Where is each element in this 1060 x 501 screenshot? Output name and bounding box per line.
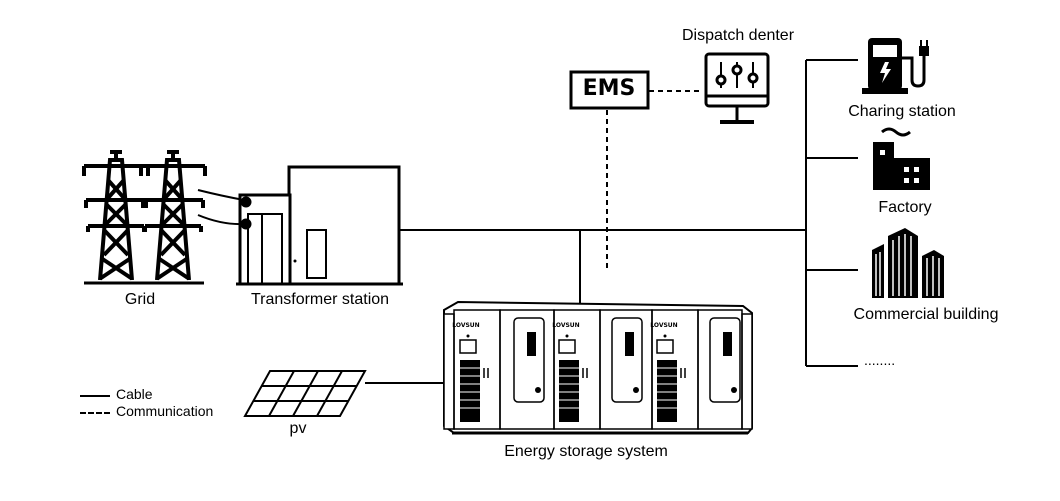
grid-label: Grid [124,291,156,308]
pcs-cabinet [513,317,741,403]
factory-label: Factory [878,199,932,216]
legend-communication-swatch [80,412,110,414]
storage-label: Energy storage system [504,443,668,460]
grid-tower-icon [82,150,207,285]
ems-box [569,70,650,110]
transformer-station-icon [236,165,403,286]
pv-panel-icon [243,370,367,417]
storage-brand-3: LOVSUN [650,322,677,329]
pv-label: pv [289,420,307,437]
charging-station-icon [862,38,929,94]
energy-storage-icon: LOVSUN LOVSUN LOVSUN [443,300,753,435]
cable-lines [197,59,858,384]
communication-lines [606,90,700,272]
dispatch-label: Dispatch denter [681,27,795,44]
legend-cable-label: Cable [116,386,153,402]
more-ellipsis: ........ [864,352,896,368]
commercial-building-icon [872,228,944,298]
storage-brand-2: LOVSUN [552,322,579,329]
storage-brand-1: LOVSUN [452,322,479,329]
legend-cable-swatch [80,395,110,397]
commercial-label: Commercial building [853,306,999,323]
legend-communication-label: Communication [116,403,214,419]
charging-label: Charing station [848,103,956,120]
factory-icon [873,127,930,190]
dispatch-monitor-icon [704,52,770,124]
ems-label: EMS [582,76,636,101]
transformer-label: Transformer station [250,291,390,308]
